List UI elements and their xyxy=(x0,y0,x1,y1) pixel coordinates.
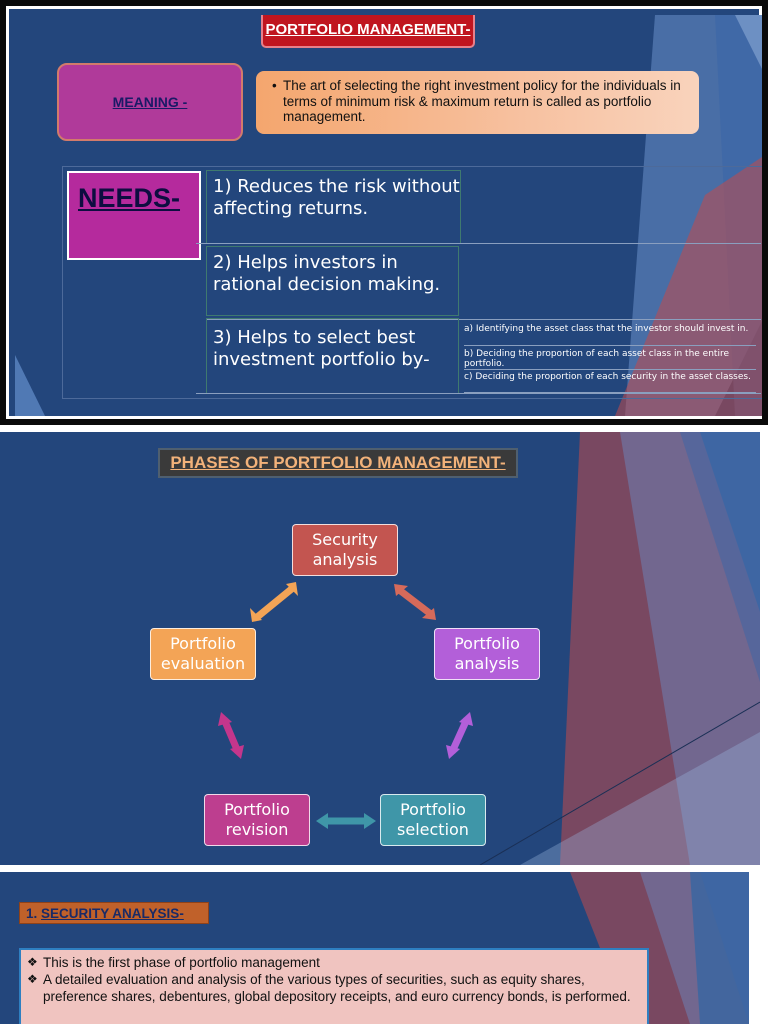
arrow-revision-selection xyxy=(316,813,376,829)
arrow-security-analysis xyxy=(394,584,436,620)
need-item-2: 2) Helps investors in rational decision … xyxy=(206,246,459,316)
sub-item-c: c) Deciding the proportion of each secur… xyxy=(464,372,756,393)
list-item: ❖ A detailed evaluation and analysis of … xyxy=(27,971,639,1005)
bullet-icon: • xyxy=(272,78,277,93)
phase-portfolio-revision: Portfolio revision xyxy=(204,794,310,846)
phase-portfolio-selection-label: Portfolio selection xyxy=(397,800,469,839)
need-item-1: 1) Reduces the risk without affecting re… xyxy=(206,170,461,244)
meaning-label-box: MEANING - xyxy=(57,63,243,141)
slide-phases: PHASES OF PORTFOLIO MANAGEMENT- xyxy=(0,432,760,865)
slide-security-analysis: 1. SECURITY ANALYSIS- ❖ This is the firs… xyxy=(0,872,749,1024)
arrow-evaluation-revision xyxy=(218,712,244,759)
phase-portfolio-analysis-label: Portfolio analysis xyxy=(454,634,520,673)
security-analysis-content: ❖ This is the first phase of portfolio m… xyxy=(19,948,649,1024)
phase-security-analysis-label: Security analysis xyxy=(312,530,378,569)
security-analysis-title-text: SECURITY ANALYSIS- xyxy=(41,905,184,921)
needs-label-box: NEEDS- xyxy=(67,171,201,260)
phase-portfolio-evaluation-label: Portfolio evaluation xyxy=(160,634,246,673)
meaning-label: MEANING - xyxy=(112,94,188,110)
phase-portfolio-evaluation: Portfolio evaluation xyxy=(150,628,256,680)
security-analysis-title: 1. SECURITY ANALYSIS- xyxy=(19,902,209,924)
need-item-3: 3) Helps to select best investment portf… xyxy=(206,318,459,394)
needs-divider-3 xyxy=(196,393,761,394)
phase-portfolio-analysis: Portfolio analysis xyxy=(434,628,540,680)
meaning-definition-box: • The art of selecting the right investm… xyxy=(256,71,699,134)
phase-portfolio-revision-label: Portfolio revision xyxy=(224,800,290,839)
arrow-evaluation-security xyxy=(250,582,298,622)
security-analysis-number: 1. xyxy=(26,905,38,921)
phase-portfolio-selection: Portfolio selection xyxy=(380,794,486,846)
needs-divider-2 xyxy=(206,319,761,320)
sub-item-b: b) Deciding the proportion of each asset… xyxy=(464,349,756,370)
needs-table xyxy=(62,166,762,399)
slide-title-text: PORTFOLIO MANAGEMENT- xyxy=(265,20,471,38)
diamond-bullet-icon: ❖ xyxy=(27,955,38,969)
needs-divider-1 xyxy=(196,243,761,244)
phases-title-text: PHASES OF PORTFOLIO MANAGEMENT- xyxy=(170,453,506,472)
arrow-analysis-selection xyxy=(446,712,473,759)
sub-item-a: a) Identifying the asset class that the … xyxy=(464,324,756,346)
needs-label: NEEDS- xyxy=(78,183,181,213)
slide-1-canvas: PORTFOLIO MANAGEMENT- MEANING - • The ar… xyxy=(15,15,762,416)
meaning-definition: The art of selecting the right investmen… xyxy=(283,78,681,124)
security-analysis-point-2: A detailed evaluation and analysis of th… xyxy=(43,972,631,1004)
diamond-bullet-icon: ❖ xyxy=(27,972,38,986)
list-item: ❖ This is the first phase of portfolio m… xyxy=(27,954,639,971)
slide-title: PORTFOLIO MANAGEMENT- xyxy=(261,15,475,48)
security-analysis-point-1: This is the first phase of portfolio man… xyxy=(43,955,320,970)
phase-security-analysis: Security analysis xyxy=(292,524,398,576)
slide-portfolio-management: PORTFOLIO MANAGEMENT- MEANING - • The ar… xyxy=(0,0,768,425)
phases-title: PHASES OF PORTFOLIO MANAGEMENT- xyxy=(158,448,518,478)
